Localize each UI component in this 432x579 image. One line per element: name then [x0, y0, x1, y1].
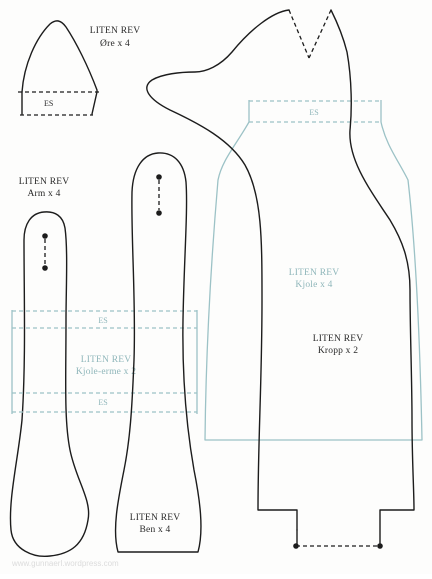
- body-title: LITEN REV: [313, 334, 364, 344]
- leg-piece: LITEN REV Ben x 4: [114, 152, 202, 553]
- ear-title: LITEN REV: [90, 26, 141, 36]
- leg-subtitle: Ben x 4: [140, 525, 171, 535]
- body-outline-right: [330, 9, 415, 547]
- watermark: www.gunnaerl.wordpress.com: [11, 559, 119, 568]
- leg-mark-dot-bottom: [156, 210, 162, 216]
- body-outline: [146, 9, 298, 531]
- body-mark-dot-right: [377, 543, 383, 549]
- ear-seam-label: ES: [44, 99, 53, 108]
- arm-mark-dot-bottom: [42, 265, 48, 271]
- arm-mark-dot-top: [42, 233, 48, 239]
- ear-piece: ES LITEN REV Øre x 4: [18, 20, 141, 116]
- body-dart-left: [288, 9, 310, 59]
- ear-seam-sides: [21, 91, 98, 115]
- arm-piece: LITEN REV Arm x 4: [9, 177, 90, 557]
- dress-sleeve-seam-label-bottom: ES: [98, 398, 107, 407]
- dress-sleeve-outline: [11, 310, 198, 414]
- ear-subtitle: Øre x 4: [100, 39, 130, 49]
- body-mark-dot-left: [293, 543, 299, 549]
- leg-outline: [114, 152, 202, 553]
- dress-sleeve-seam-label-top: ES: [98, 316, 107, 325]
- dress-sleeve-title: LITEN REV: [81, 355, 132, 365]
- dress-seam-label: ES: [309, 108, 318, 117]
- arm-subtitle: Arm x 4: [27, 189, 60, 199]
- arm-outline: [9, 211, 90, 557]
- body-piece: LITEN REV Kropp x 2: [146, 9, 415, 549]
- dress-subtitle: Kjole x 4: [295, 280, 332, 290]
- dress-sleeve-subtitle: Kjole-erme x 2: [76, 367, 136, 377]
- body-dart-right: [308, 9, 332, 59]
- leg-title: LITEN REV: [130, 513, 181, 523]
- body-subtitle: Kropp x 2: [318, 346, 358, 356]
- dress-title: LITEN REV: [289, 268, 340, 278]
- arm-title: LITEN REV: [19, 177, 70, 187]
- dress-piece: ES LITEN REV Kjole x 4: [204, 100, 423, 441]
- ear-outline: [21, 20, 98, 93]
- dress-sleeve-piece: ES ES LITEN REV Kjole-erme x 2: [11, 310, 198, 414]
- leg-mark-dot-top: [156, 174, 162, 180]
- dress-outline: [204, 100, 423, 441]
